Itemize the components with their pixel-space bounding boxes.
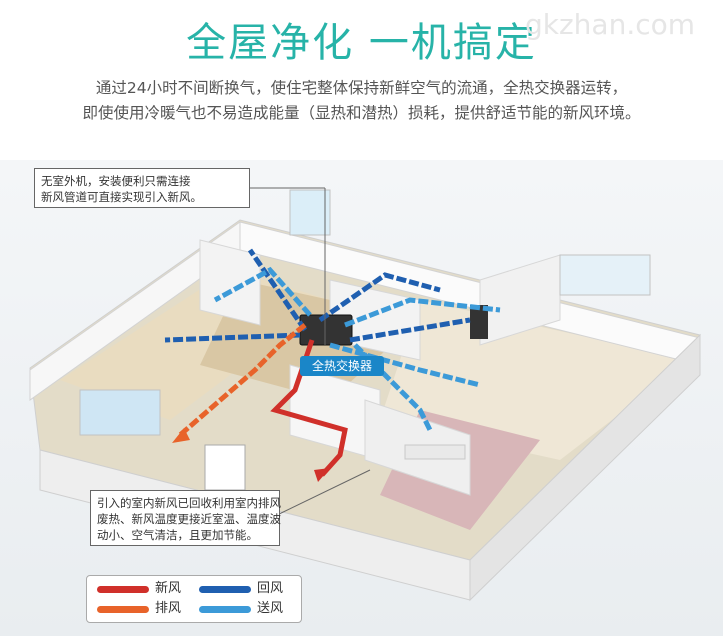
return-air-duct-1 <box>247 248 308 332</box>
wall-inner-1 <box>199 239 261 326</box>
callout-bottom: 引入的室内新风已回收利用室内排风 废热、新风温度更接近室温、温度波 动小、空气清… <box>90 490 281 546</box>
legend-fresh-air-label: 新风 <box>155 581 182 596</box>
callout-top: 无室外机，安装便利只需连接 新风管道可直接实现引入新风。 <box>34 168 250 208</box>
legend-return-air-label: 回风 <box>257 581 284 596</box>
watermark: gkzhan.com <box>525 8 696 41</box>
legend: 新风 回风 排风 送风 <box>86 575 302 623</box>
callout-top-line-1: 无室外机，安装便利只需连接 <box>41 174 191 188</box>
callout-bottom-line-3: 动小、空气清洁，且更加节能。 <box>97 528 258 542</box>
exhaust-air-duct <box>178 323 307 437</box>
fresh-arrow-head <box>314 468 330 482</box>
legend-supply-air-swatch <box>199 606 251 613</box>
window-left <box>79 389 161 436</box>
page-title: 全屋净化 一机搞定 <box>186 20 537 66</box>
legend-return-air-swatch <box>199 586 251 593</box>
callout-bottom-line-1: 引入的室内新风已回收利用室内排风 <box>97 496 281 510</box>
legend-exhaust-air-swatch <box>97 606 149 613</box>
heat-exchanger-label: 全热交换器 <box>300 356 384 376</box>
callout-bottom-leader <box>274 469 371 517</box>
intro-line-1: 通过24小时不间断换气，使住宅整体保持新鲜空气的流通，全热交换器运转， <box>95 79 628 97</box>
window-right <box>559 254 651 296</box>
legend-supply-air-label: 送风 <box>257 601 284 616</box>
fresh-air-duct <box>270 339 348 477</box>
return-air-duct-4 <box>164 332 301 343</box>
window-top <box>289 189 331 236</box>
callout-bottom-line-2: 废热、新风温度更接近室温、温度波 <box>97 512 281 526</box>
legend-fresh-air-swatch <box>97 586 149 593</box>
callout-top-line-2: 新风管道可直接实现引入新风。 <box>41 190 202 204</box>
legend-exhaust-air-label: 排风 <box>155 601 182 616</box>
house-drawing <box>29 187 701 602</box>
sofa <box>404 444 466 460</box>
intro-line-2: 即使使用冷暖气也不易造成能量（显热和潜热）损耗，提供舒适节能的新风环境。 <box>82 104 641 122</box>
supply-air-duct-1 <box>213 266 312 317</box>
outdoor-unit <box>204 444 246 491</box>
exhaust-arrow-head <box>172 428 190 443</box>
intro-text: 通过24小时不间断换气，使住宅整体保持新鲜空气的流通，全热交换器运转， 即使使用… <box>0 76 723 126</box>
heat-exchanger-unit <box>299 314 353 346</box>
tv <box>470 305 488 339</box>
supply-air-duct-2 <box>344 297 501 328</box>
return-air-duct-2 <box>318 272 441 323</box>
wall-front-right <box>469 333 701 602</box>
return-air-duct-3 <box>349 317 471 343</box>
